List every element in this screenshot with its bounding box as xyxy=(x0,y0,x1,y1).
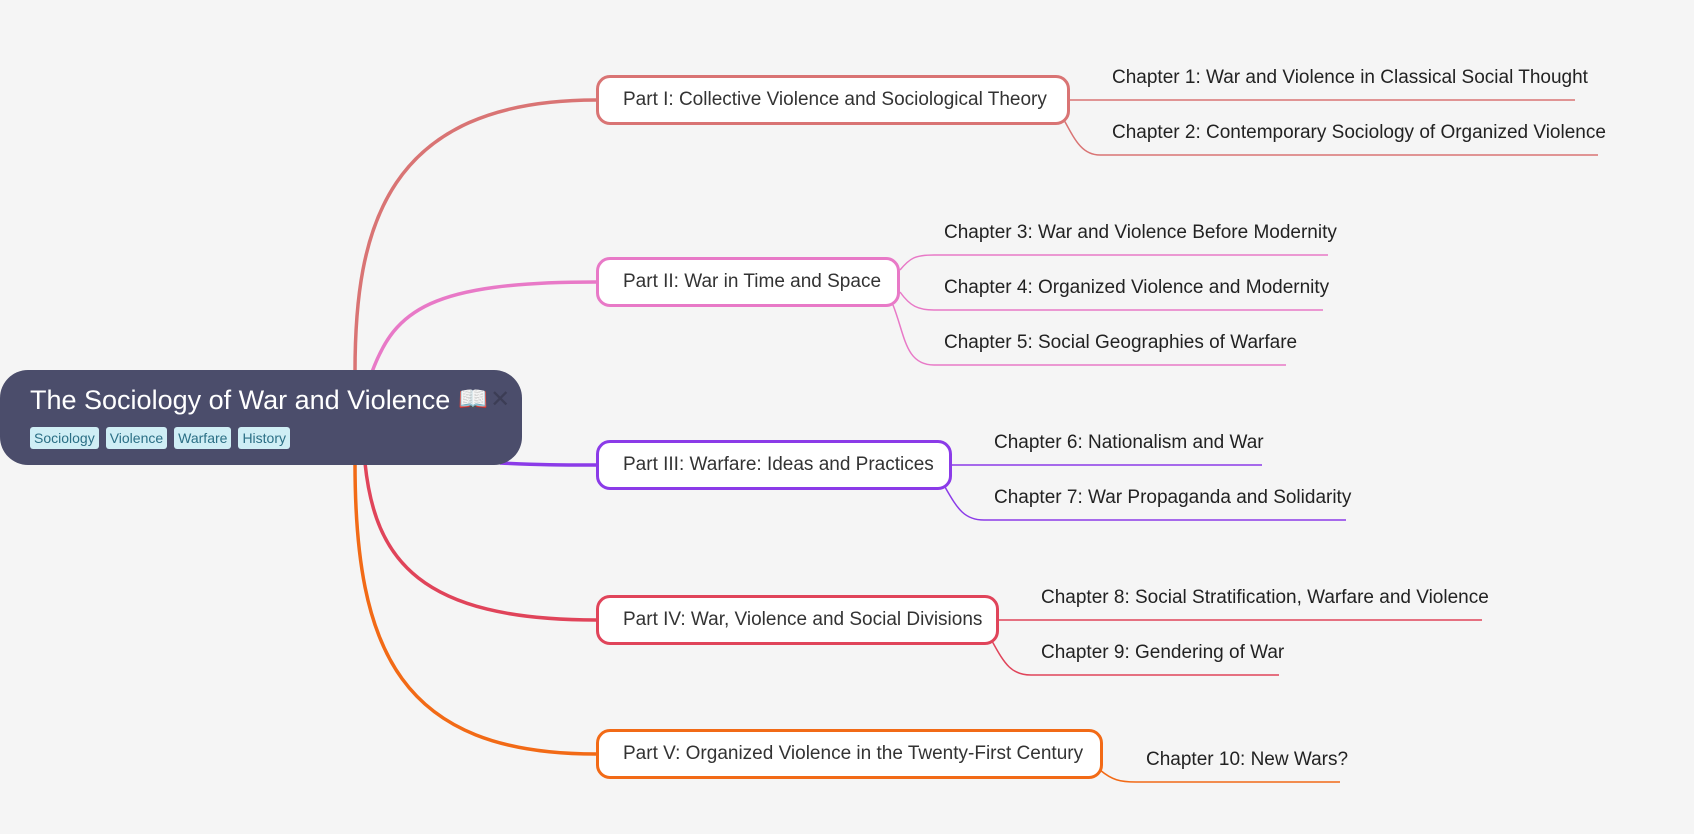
connector-part-3-chapter-7 xyxy=(944,486,1346,521)
tag-list: Sociology Violence Warfare History xyxy=(30,427,492,449)
chapter-node-10[interactable]: Chapter 10: New Wars? xyxy=(1146,749,1349,770)
chapter-node-9[interactable]: Chapter 9: Gendering of War xyxy=(1041,642,1285,663)
connector-part-4-chapter-9 xyxy=(991,640,1279,676)
chapter-node-3[interactable]: Chapter 3: War and Violence Before Moder… xyxy=(944,222,1337,243)
connector-root-part-1 xyxy=(353,98,597,373)
connector-part-5-chapter-10 xyxy=(1099,769,1340,783)
close-icon[interactable]: ✕ xyxy=(490,386,511,413)
connector-root-part-2 xyxy=(370,280,597,373)
chapter-node-2[interactable]: Chapter 2: Contemporary Sociology of Org… xyxy=(1112,122,1606,143)
chapter-node-4[interactable]: Chapter 4: Organized Violence and Modern… xyxy=(944,277,1330,298)
chapter-node-1[interactable]: Chapter 1: War and Violence in Classical… xyxy=(1112,67,1588,88)
tag-history[interactable]: History xyxy=(238,427,290,449)
connector-root-part-3 xyxy=(499,461,597,467)
chapter-node-5[interactable]: Chapter 5: Social Geographies of Warfare xyxy=(944,332,1298,353)
part-node-5[interactable]: Part V: Organized Violence in the Twenty… xyxy=(596,729,1103,779)
chapter-node-7[interactable]: Chapter 7: War Propaganda and Solidarity xyxy=(994,487,1352,508)
tag-warfare[interactable]: Warfare xyxy=(174,427,232,449)
part-node-1[interactable]: Part I: Collective Violence and Sociolog… xyxy=(596,75,1070,125)
book-icon: 📖 xyxy=(458,386,489,413)
part-node-4[interactable]: Part IV: War, Violence and Social Divisi… xyxy=(596,595,999,645)
connector-part-2-chapter-3 xyxy=(899,254,1328,271)
connector-part-2-chapter-4 xyxy=(899,291,1323,311)
tag-violence[interactable]: Violence xyxy=(105,427,168,449)
connector-root-part-5 xyxy=(353,462,597,756)
root-title: The Sociology of War and Violence xyxy=(30,385,451,415)
part-node-2[interactable]: Part II: War in Time and Space xyxy=(596,257,900,307)
chapter-node-6[interactable]: Chapter 6: Nationalism and War xyxy=(994,432,1264,453)
tag-sociology[interactable]: Sociology xyxy=(30,427,99,449)
connector-part-2-chapter-5 xyxy=(892,304,1286,366)
part-node-3[interactable]: Part III: Warfare: Ideas and Practices xyxy=(596,440,952,490)
chapter-node-8[interactable]: Chapter 8: Social Stratification, Warfar… xyxy=(1041,587,1489,608)
root-node[interactable]: The Sociology of War and Violence 📖 ✕ So… xyxy=(0,370,522,465)
connector-root-part-4 xyxy=(363,462,597,622)
connector-part-1-chapter-2 xyxy=(1063,119,1598,156)
